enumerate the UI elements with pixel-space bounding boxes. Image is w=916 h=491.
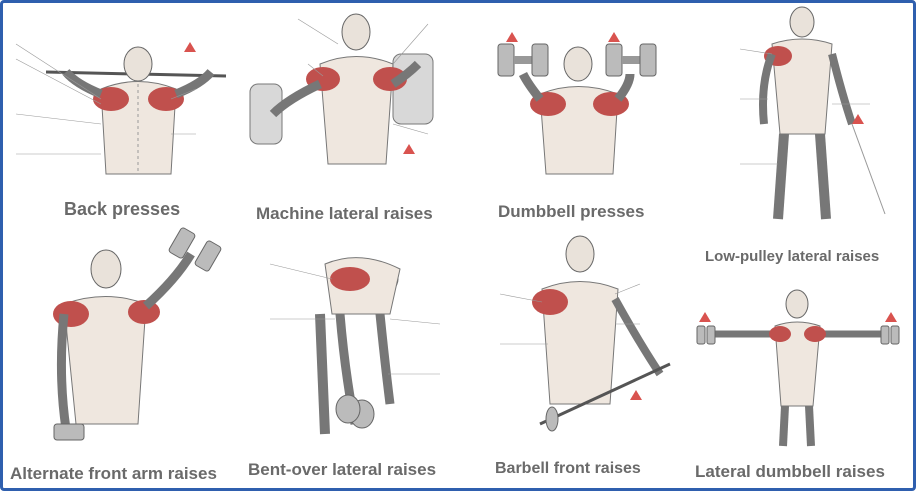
red-arrow-icon <box>184 42 196 52</box>
lateral-dumbbell-raises-illustration <box>696 289 900 447</box>
red-arrow-icon <box>403 144 415 154</box>
red-arrow-icon <box>885 312 897 322</box>
dumbbell-presses-illustration <box>497 43 657 175</box>
red-arrow-icon <box>630 390 642 400</box>
exercise-caption: Bent-over lateral raises <box>248 460 437 479</box>
exercise-caption: Lateral dumbbell raises <box>695 462 885 481</box>
exercise-tile-back-presses: Back presses <box>6 4 228 222</box>
exercise-tile-bent-over-lateral-raises: Bent-over lateral raises <box>240 224 480 486</box>
exercise-caption: Back presses <box>64 199 181 219</box>
alternate-front-arm-raises-illustration <box>53 227 222 441</box>
exercise-tile-lateral-dumbbell-raises: Lateral dumbbell raises <box>685 276 910 486</box>
exercise-caption: Dumbbell presses <box>498 202 645 221</box>
exercise-tile-dumbbell-presses: Dumbbell presses <box>458 4 680 222</box>
exercise-caption: Alternate front arm raises <box>10 464 217 483</box>
exercise-caption: Barbell front raises <box>495 460 641 477</box>
exercise-tile-low-pulley-lateral-raises: Low-pulley lateral raises <box>680 4 906 274</box>
barbell-front-raises-illustration <box>499 235 671 432</box>
exercise-tile-machine-lateral-raises: Machine lateral raises <box>228 4 458 223</box>
exercise-caption: Machine lateral raises <box>256 204 433 223</box>
bent-over-lateral-raises-illustration <box>269 257 441 435</box>
low-pulley-lateral-raises-illustration <box>739 6 886 220</box>
back-presses-illustration <box>15 43 227 175</box>
red-arrow-icon <box>608 32 620 42</box>
machine-lateral-raises-illustration <box>249 13 434 165</box>
red-arrow-icon <box>506 32 518 42</box>
red-arrow-icon <box>852 114 864 124</box>
exercise-caption: Low-pulley lateral raises <box>705 248 880 265</box>
exercise-tile-alternate-front-arm-raises: Alternate front arm raises <box>6 224 240 486</box>
exercise-tile-barbell-front-raises: Barbell front raises <box>480 224 685 486</box>
red-arrow-icon <box>699 312 711 322</box>
